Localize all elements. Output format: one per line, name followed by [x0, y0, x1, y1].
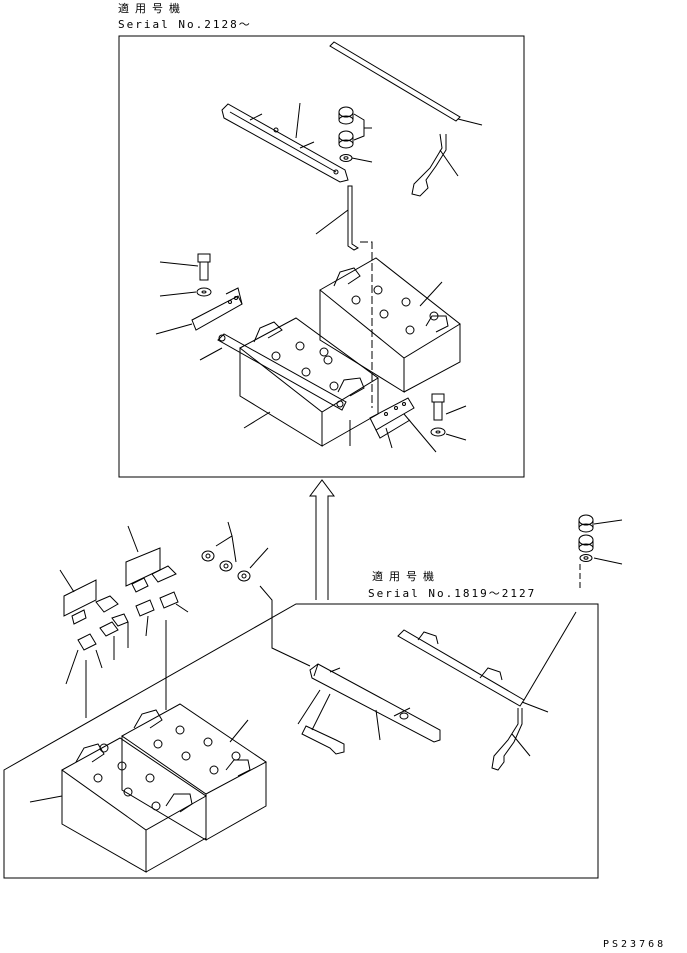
j-hook-bolt-right — [412, 134, 458, 196]
support-rod-bottom — [398, 630, 548, 712]
battery-rear-top — [320, 258, 460, 392]
bracket-right — [370, 398, 436, 452]
nut-stack-top — [339, 107, 372, 162]
bottom-applicable-label: 適用号機 — [372, 570, 440, 583]
top-view-frame — [119, 36, 524, 477]
top-serial-label: Serial No.2128～ — [118, 18, 252, 31]
nut-pair-bottom — [202, 522, 236, 571]
update-arrow — [310, 480, 334, 600]
washer-left — [160, 288, 211, 296]
battery-front-top — [240, 318, 378, 446]
clamp-left — [66, 614, 128, 684]
bottom-view-frame — [4, 604, 598, 878]
clamp-right — [128, 592, 188, 648]
terminal-cover-left — [60, 570, 118, 624]
hold-down-bracket-top — [222, 103, 348, 182]
bracket-left — [156, 288, 242, 334]
j-hook-bolt-bottom — [492, 708, 530, 770]
hold-down-bar-front — [200, 334, 350, 446]
terminal-cover-mid — [126, 526, 176, 592]
battery-front-bottom — [30, 738, 206, 872]
bolt-right — [432, 394, 466, 420]
hook-rod-top — [316, 186, 372, 408]
bottom-serial-label: Serial No.1819～2127 — [368, 587, 537, 600]
bolt-left — [160, 254, 210, 280]
battery-rear-bottom — [122, 704, 266, 840]
leader-line-bottom — [524, 612, 576, 700]
hold-down-bracket-bottom — [310, 664, 440, 742]
top-applicable-label: 適用号機 — [118, 2, 186, 15]
washer-right — [431, 428, 466, 440]
nut-stack-bottom — [579, 515, 622, 588]
hook-bolt-bottom — [298, 690, 344, 754]
battery-cable-rod — [330, 42, 482, 125]
washer-bottom — [238, 548, 310, 666]
figure-code: PS23768 — [603, 939, 667, 950]
